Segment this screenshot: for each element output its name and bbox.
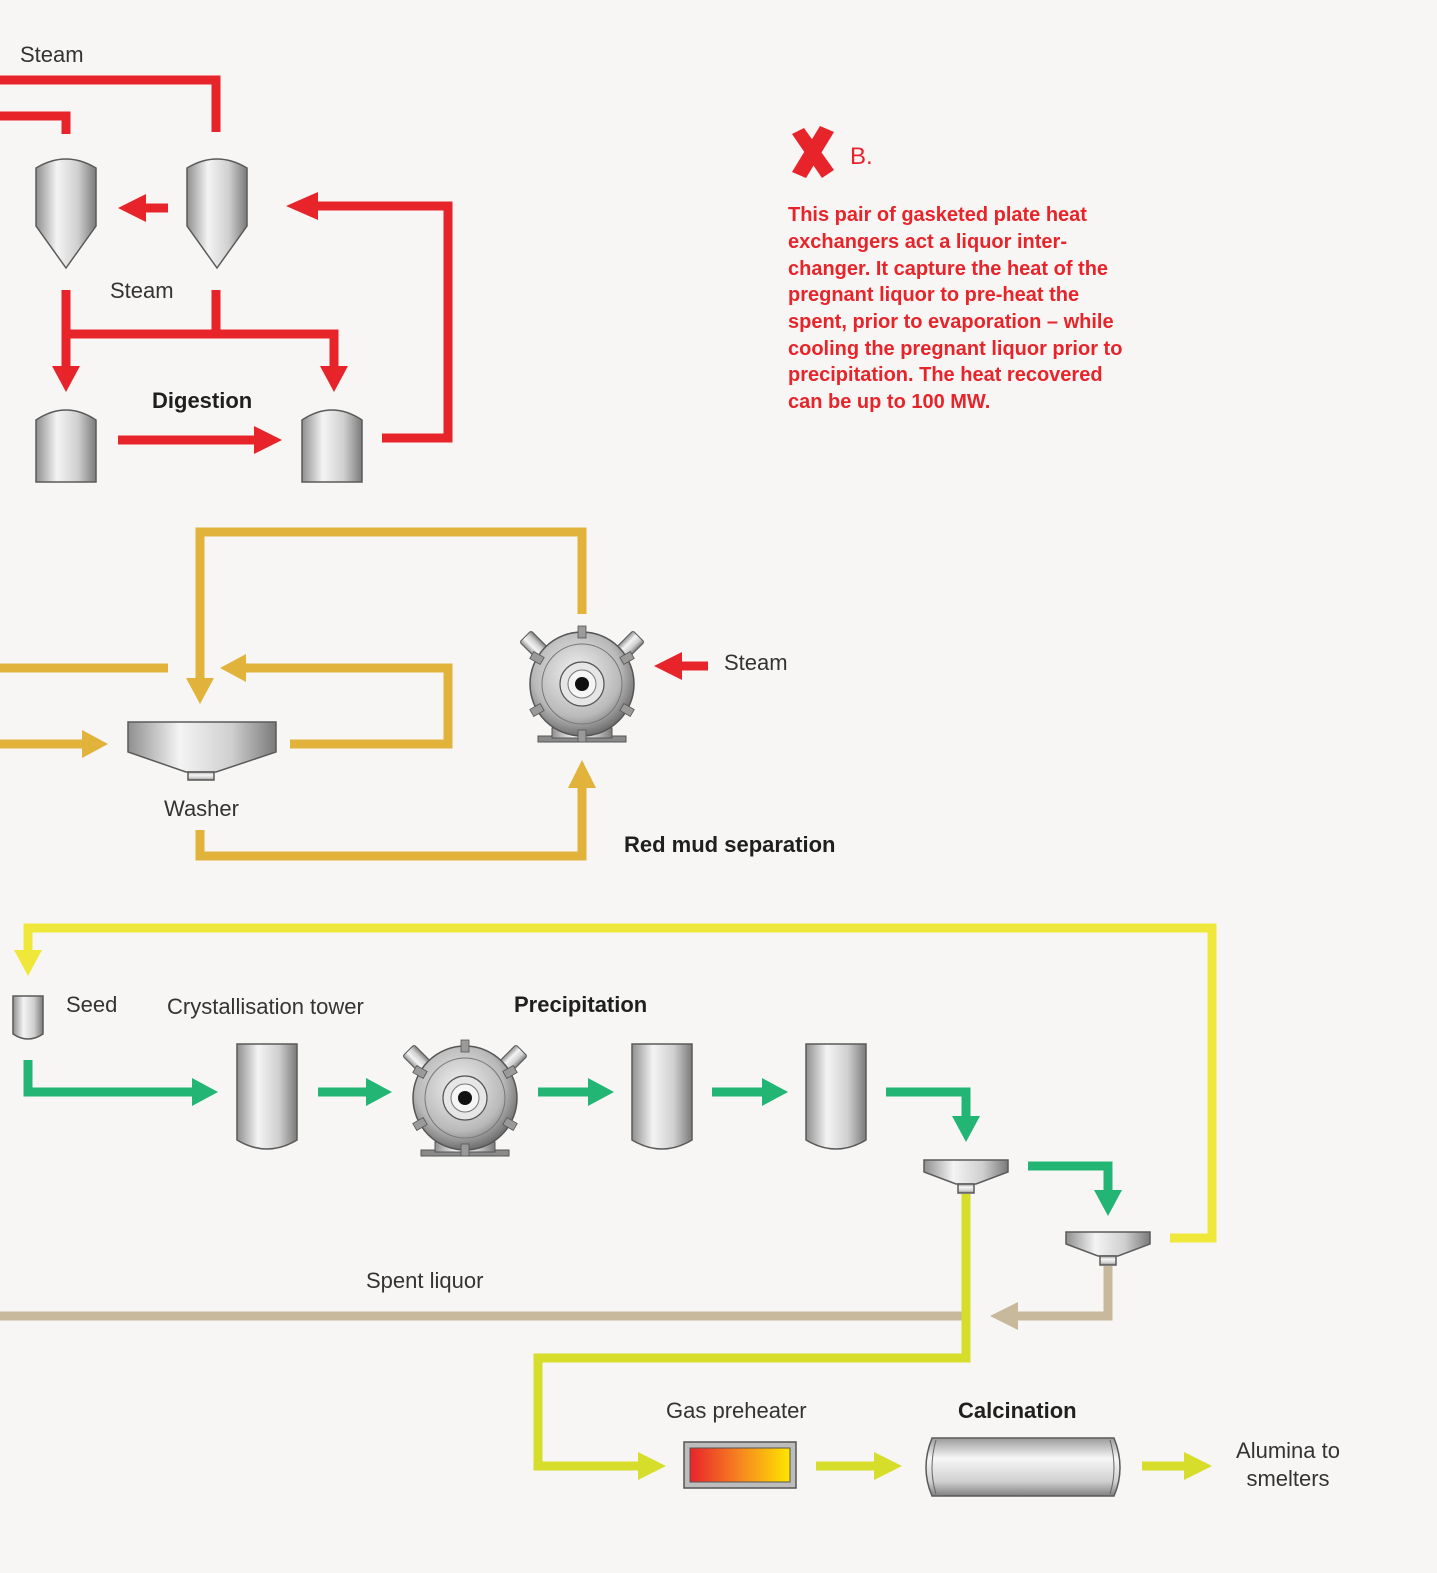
note-line: This pair of gasketed plate heat (788, 204, 1087, 226)
cross-mark-icon (792, 126, 834, 178)
red-mud-steam-label: Steam (724, 650, 788, 675)
arrowhead-right-icon (762, 1078, 788, 1106)
digestion-arrowheads (52, 192, 348, 454)
note-line: precipitation. The heat recovered (788, 364, 1103, 386)
seed-return-line (14, 923, 1217, 1243)
arrowhead-right-icon (366, 1078, 392, 1106)
note-line: cooling the pregnant liquor prior to (788, 338, 1122, 360)
arrowhead-right-icon (254, 426, 282, 454)
calcination-title: Calcination (958, 1398, 1077, 1423)
arrowhead-down-icon (186, 678, 214, 704)
seed-vessel (12, 995, 44, 1040)
precipitation-pump (401, 1039, 529, 1157)
precipitator-tank-1 (631, 1043, 693, 1150)
gas-preheater-label: Gas preheater (666, 1398, 807, 1423)
alumina-output-label-line2: smelters (1246, 1466, 1329, 1491)
arrowhead-down-icon (1094, 1190, 1122, 1216)
red-mud-arrowheads (82, 654, 596, 788)
arrowhead-up-icon (568, 760, 596, 788)
steam-supply-line (0, 75, 453, 445)
alumina-output-label-line1: Alumina to (1236, 1438, 1340, 1463)
digester-cone-tank-right (186, 158, 248, 270)
digestion-section: Steam Steam Digestion (0, 42, 453, 483)
precipitation-flow-lines (23, 1060, 1113, 1192)
classifier-1 (923, 1159, 1009, 1194)
arrowhead-down-icon (14, 950, 42, 976)
arrowhead-left-icon (118, 194, 146, 222)
note-line: changer. It capture the heat of the (788, 258, 1108, 280)
digestion-tank-right (301, 409, 363, 483)
arrowhead-right-icon (82, 730, 108, 758)
crystallisation-tower-label: Crystallisation tower (167, 994, 364, 1019)
red-mud-filter-pump (518, 625, 646, 743)
calcination-flow-lines (533, 1194, 1186, 1471)
steam-mid-label: Steam (110, 278, 174, 303)
note-line: spent, prior to evaporation – while (788, 311, 1114, 333)
crystallisation-tower (236, 1043, 298, 1150)
digestion-title: Digestion (152, 388, 252, 413)
washer-label: Washer (164, 796, 239, 821)
arrowhead-left-icon (654, 652, 682, 680)
gas-preheater (683, 1441, 797, 1489)
note-line: can be up to 100 MW. (788, 391, 990, 413)
arrowhead-down-icon (952, 1116, 980, 1142)
precipitator-tank-2 (805, 1043, 867, 1150)
red-mud-section: Steam Washer Red mud separation (0, 527, 835, 861)
red-mud-flow-lines (0, 527, 587, 861)
note-line: pregnant liquor to pre-heat the (788, 284, 1079, 306)
arrowhead-right-icon (874, 1452, 902, 1480)
arrowhead-right-icon (588, 1078, 614, 1106)
note-line: exchangers act a liquor inter- (788, 231, 1067, 253)
arrowhead-down-icon (320, 366, 348, 392)
arrowhead-right-icon (1184, 1452, 1212, 1480)
washer-thickener (127, 721, 277, 781)
red-mud-title: Red mud separation (624, 832, 835, 857)
spent-liquor-section: Spent liquor (0, 1266, 1113, 1330)
precipitation-section: Seed Crystallisation tower Precipitation (12, 992, 1151, 1266)
arrowhead-right-icon (638, 1452, 666, 1480)
seed-label: Seed (66, 992, 117, 1017)
note-title: B. (850, 143, 873, 170)
arrowhead-right-icon (192, 1078, 218, 1106)
spent-liquor-label: Spent liquor (366, 1268, 483, 1293)
digester-cone-tank-left (35, 158, 97, 270)
calcination-arrowheads (638, 1452, 1212, 1480)
precipitation-arrowheads (192, 1078, 1122, 1216)
arrowhead-left-icon (286, 192, 318, 220)
calcination-section: Gas preheater Calcination Alumina to sme… (533, 1194, 1340, 1497)
steam-top-label: Steam (20, 42, 84, 67)
arrowhead-left-icon (990, 1302, 1018, 1330)
arrowhead-down-icon (52, 366, 80, 392)
calcination-kiln (925, 1437, 1121, 1497)
classifier-2 (1065, 1231, 1151, 1266)
arrowhead-left-icon (220, 654, 246, 682)
annotation-note-b: B. This pair of gasketed plate heat exch… (788, 126, 1122, 413)
digestion-tank-left (35, 409, 97, 483)
precipitation-title: Precipitation (514, 992, 647, 1017)
